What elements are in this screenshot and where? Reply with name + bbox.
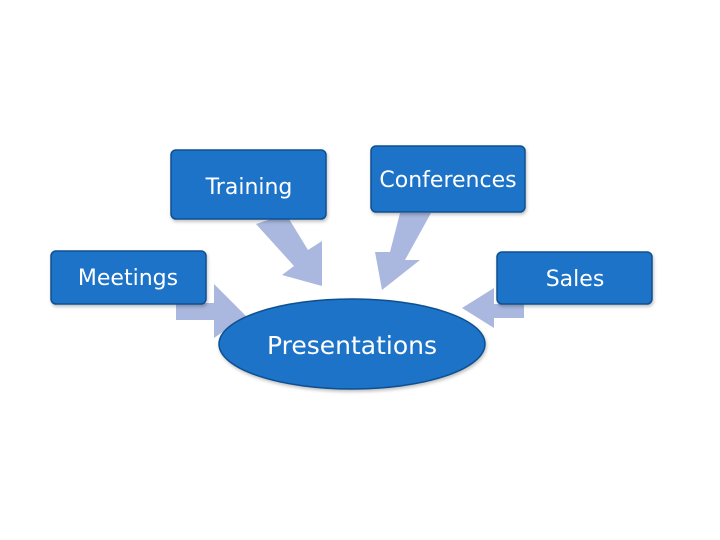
arrow-training-to-presentations	[256, 214, 322, 286]
node-meetings: Meetings	[50, 250, 207, 305]
arrow-meetings-to-presentations	[176, 284, 246, 338]
node-presentations-label: Presentations	[267, 331, 437, 360]
node-conferences-label: Conferences	[379, 168, 516, 193]
node-presentations: Presentations	[218, 298, 486, 390]
arrow-conferences-to-presentations	[375, 213, 431, 290]
node-sales-label: Sales	[546, 267, 605, 292]
node-meetings-label: Meetings	[78, 266, 178, 291]
node-conferences: Conferences	[370, 145, 526, 213]
node-training-label: Training	[205, 175, 293, 200]
arrow-sales-to-presentations	[462, 288, 524, 328]
node-training: Training	[170, 149, 327, 220]
node-sales: Sales	[496, 251, 653, 305]
